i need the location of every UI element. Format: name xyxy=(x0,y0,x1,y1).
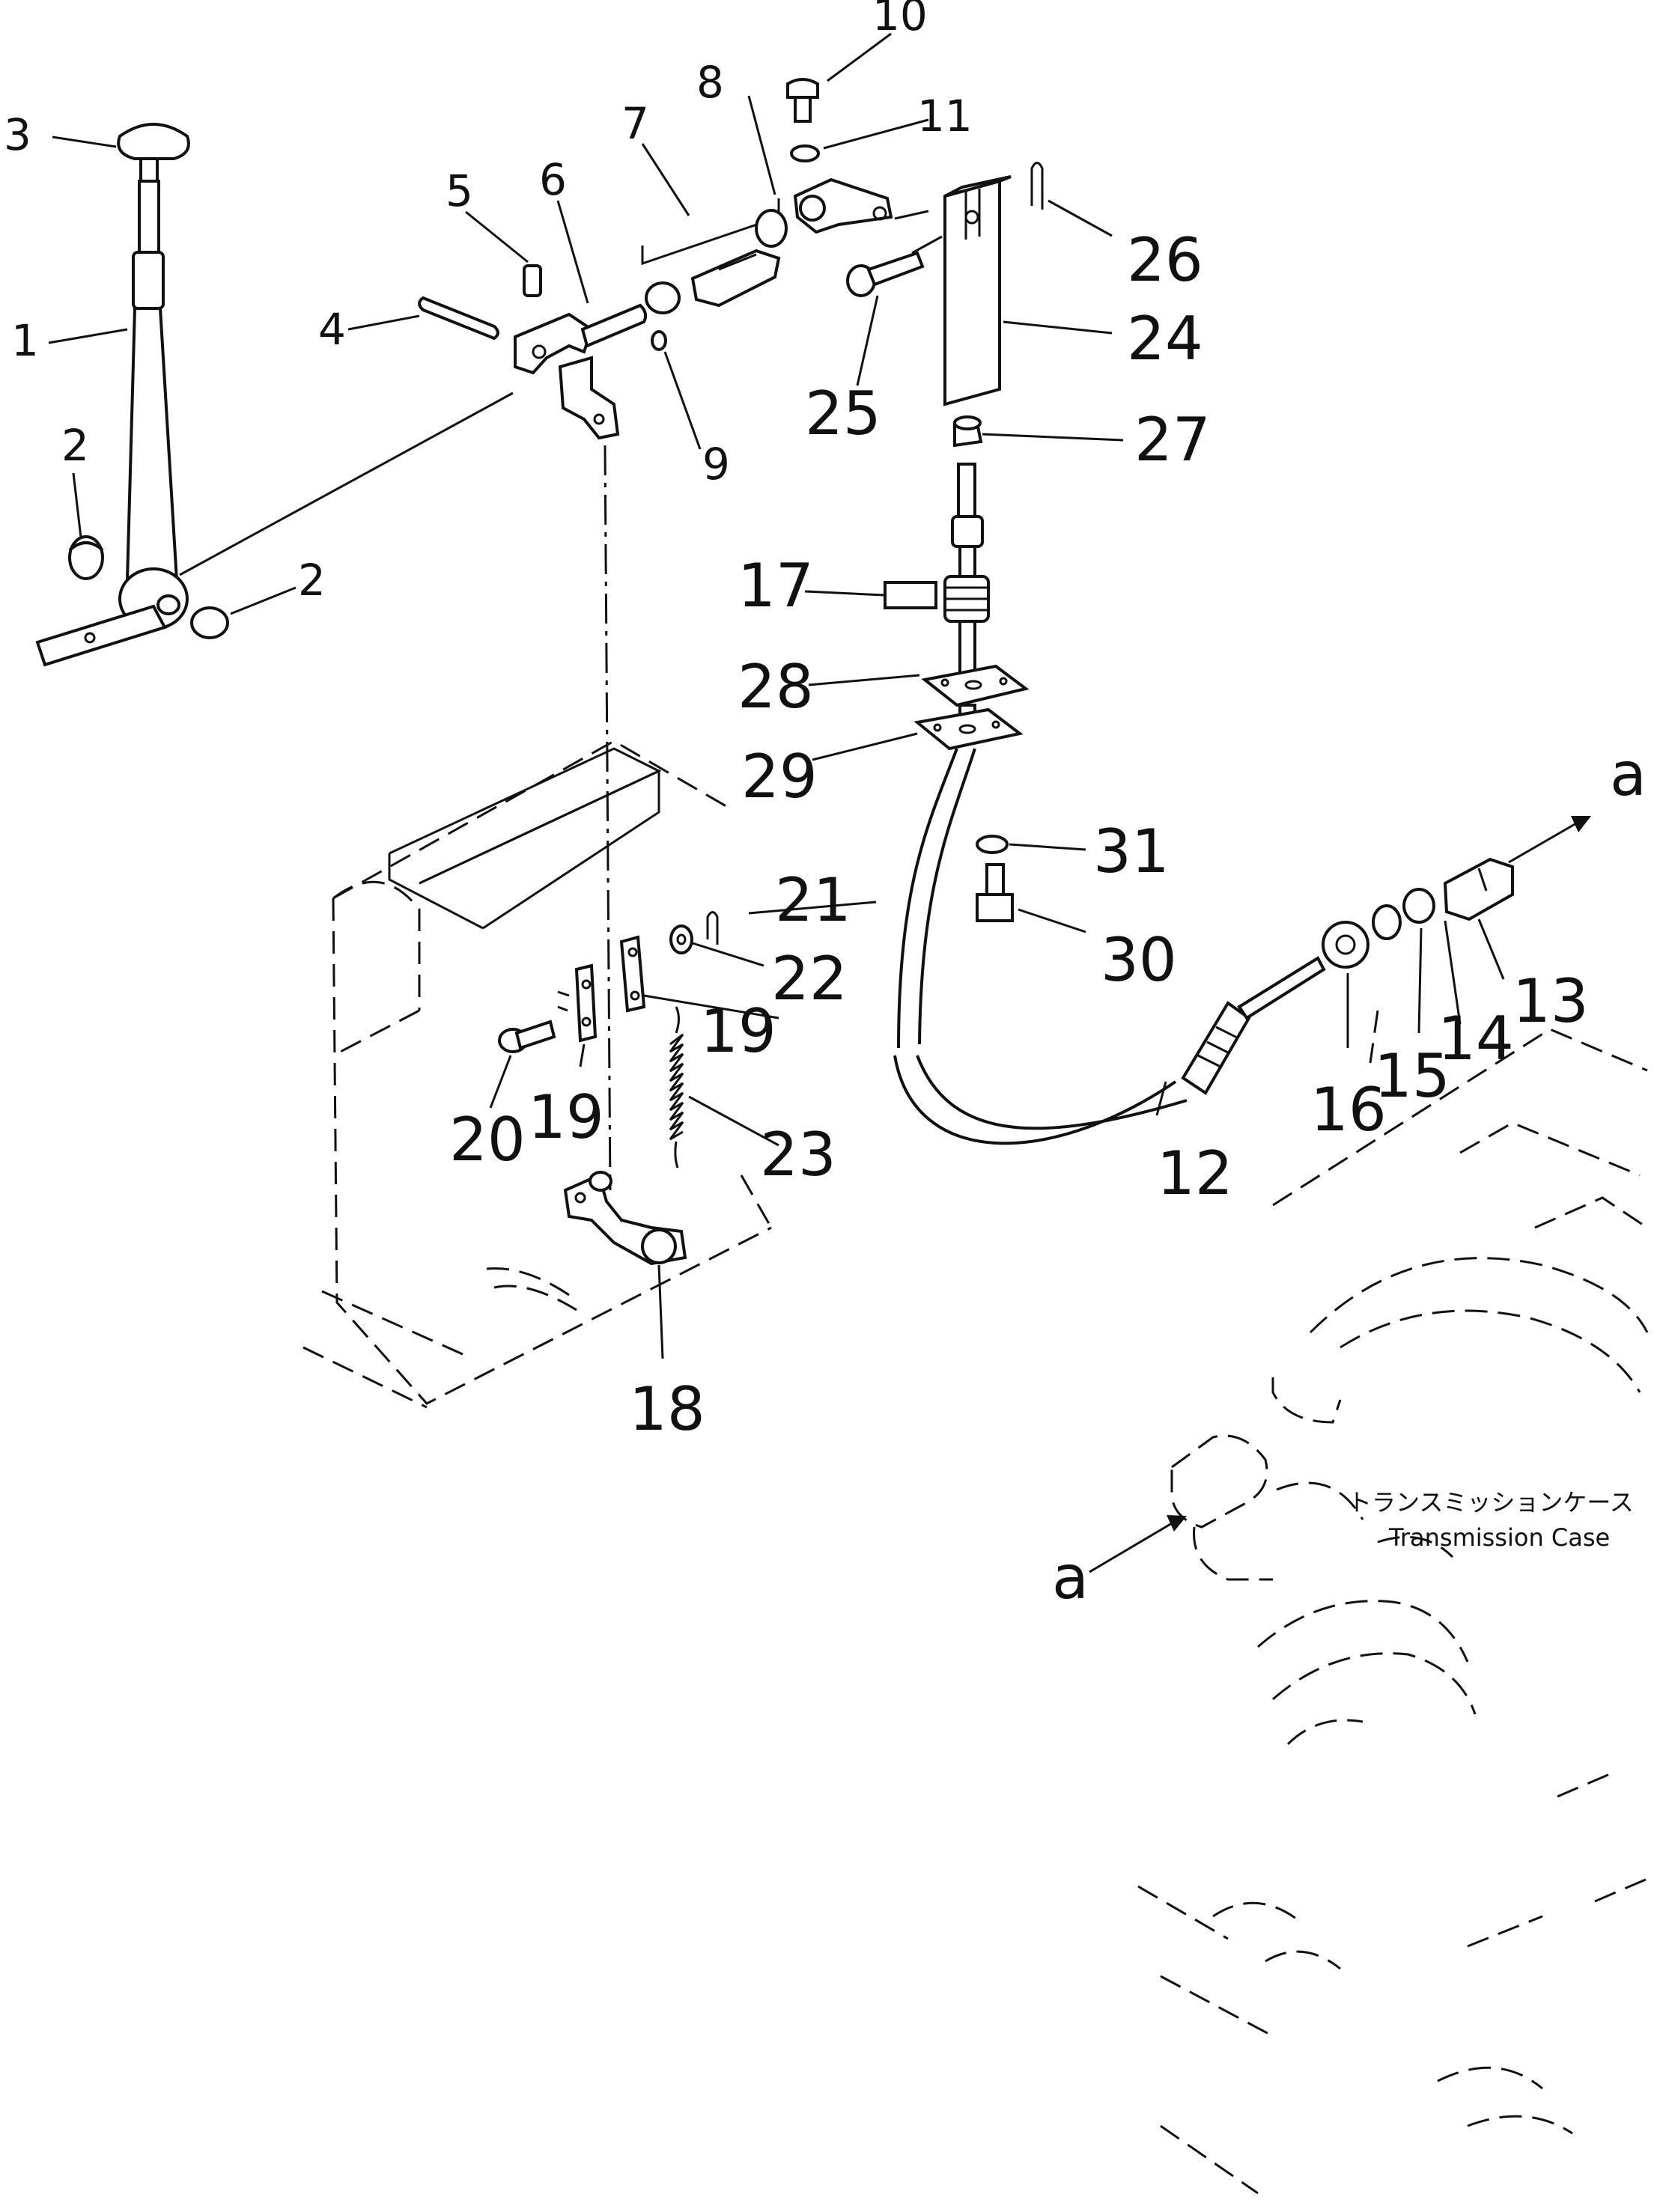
callout-4: 4 xyxy=(318,304,346,355)
callout-31: 31 xyxy=(1093,817,1170,886)
callout-3: 3 xyxy=(4,109,31,160)
grommet-part-17-pointer xyxy=(884,581,937,609)
plate-part-19-lower xyxy=(557,963,598,1043)
callout-2-left: 2 xyxy=(61,420,89,471)
callout-23: 23 xyxy=(760,1120,836,1189)
callout-7: 7 xyxy=(621,98,649,149)
washer-part-22 xyxy=(669,924,693,954)
washer-part-15 xyxy=(1372,904,1402,940)
connector-arrow-bottom xyxy=(1089,1515,1187,1573)
callout-13: 13 xyxy=(1512,966,1589,1036)
nut-part-27 xyxy=(953,415,983,448)
callout-6: 6 xyxy=(539,154,567,205)
callout-19-upper: 19 xyxy=(700,996,776,1066)
plate-part-28 xyxy=(921,664,1030,707)
bolt-part-10 xyxy=(786,78,819,123)
connector-ref-a-bottom: a xyxy=(1052,1543,1089,1612)
bracket-part-6 xyxy=(514,303,648,440)
callout-30: 30 xyxy=(1101,925,1177,995)
leader-lines xyxy=(48,32,1505,1359)
callout-27: 27 xyxy=(1134,405,1211,475)
plate-part-29 xyxy=(913,707,1024,751)
callout-20: 20 xyxy=(449,1105,526,1174)
callout-11: 11 xyxy=(917,91,973,141)
center-lines xyxy=(179,210,943,1191)
nut-part-14 xyxy=(1402,888,1435,924)
callout-28: 28 xyxy=(738,652,814,722)
bolt-part-20 xyxy=(498,1020,556,1053)
callout-17: 17 xyxy=(738,551,814,621)
lever-part-24 xyxy=(943,175,1012,406)
callout-21: 21 xyxy=(775,865,851,935)
pin-part-4 xyxy=(418,296,499,341)
plate-part-19-upper xyxy=(619,935,646,1013)
callout-12: 12 xyxy=(1157,1139,1233,1208)
callout-1: 1 xyxy=(11,315,39,366)
lower-lever-part-18 xyxy=(563,1171,687,1266)
callout-19-lower: 19 xyxy=(528,1082,604,1152)
callout-16: 16 xyxy=(1310,1075,1387,1145)
callout-25: 25 xyxy=(805,379,881,448)
washer-part-11 xyxy=(790,144,820,162)
callout-29: 29 xyxy=(741,742,818,811)
nut-part-16 xyxy=(1322,921,1369,969)
callout-18: 18 xyxy=(629,1374,705,1444)
transmission-case-label-en: Transmission Case xyxy=(1388,1523,1610,1552)
callout-22: 22 xyxy=(771,944,848,1014)
connector-ref-a-top: a xyxy=(1610,740,1647,809)
pin-part-9 xyxy=(651,330,667,351)
spring-part-23 xyxy=(669,1006,684,1169)
callout-5: 5 xyxy=(446,165,473,216)
bushing-part-2-right xyxy=(190,606,229,639)
cotter-pin-part-21 xyxy=(706,911,719,945)
washer-part-31 xyxy=(976,835,1009,854)
transmission-case xyxy=(1137,1010,1649,2195)
control-cable-part-12 xyxy=(893,748,1326,1145)
callout-24: 24 xyxy=(1127,304,1203,374)
shift-lever-part-1 xyxy=(35,123,190,667)
callout-labels: 1 2 2 3 4 5 6 7 8 9 10 11 12 13 14 15 16… xyxy=(4,0,1589,1444)
console-housing xyxy=(302,740,773,1409)
callout-9: 9 xyxy=(702,439,730,490)
cable-end-part-17 xyxy=(943,463,990,683)
callout-26: 26 xyxy=(1127,225,1203,295)
callout-15: 15 xyxy=(1374,1041,1450,1111)
clevis-assembly-part-7 xyxy=(641,198,788,314)
bolt-part-25 xyxy=(846,251,925,297)
callout-8: 8 xyxy=(696,57,724,108)
bushing-part-2-left xyxy=(68,535,104,580)
clevis-part-13 xyxy=(1443,857,1514,921)
transmission-case-label-jp: トランスミッションケース xyxy=(1348,1488,1634,1517)
callout-10: 10 xyxy=(872,0,928,40)
bolt-part-30 xyxy=(976,863,1014,922)
connector-arrow-top xyxy=(1508,816,1591,864)
callout-2-right: 2 xyxy=(298,555,326,606)
cotter-pin-part-26 xyxy=(1030,162,1044,210)
callout-14: 14 xyxy=(1438,1004,1514,1073)
yoke-part-8 xyxy=(793,177,893,234)
pin-part-5 xyxy=(523,264,542,297)
